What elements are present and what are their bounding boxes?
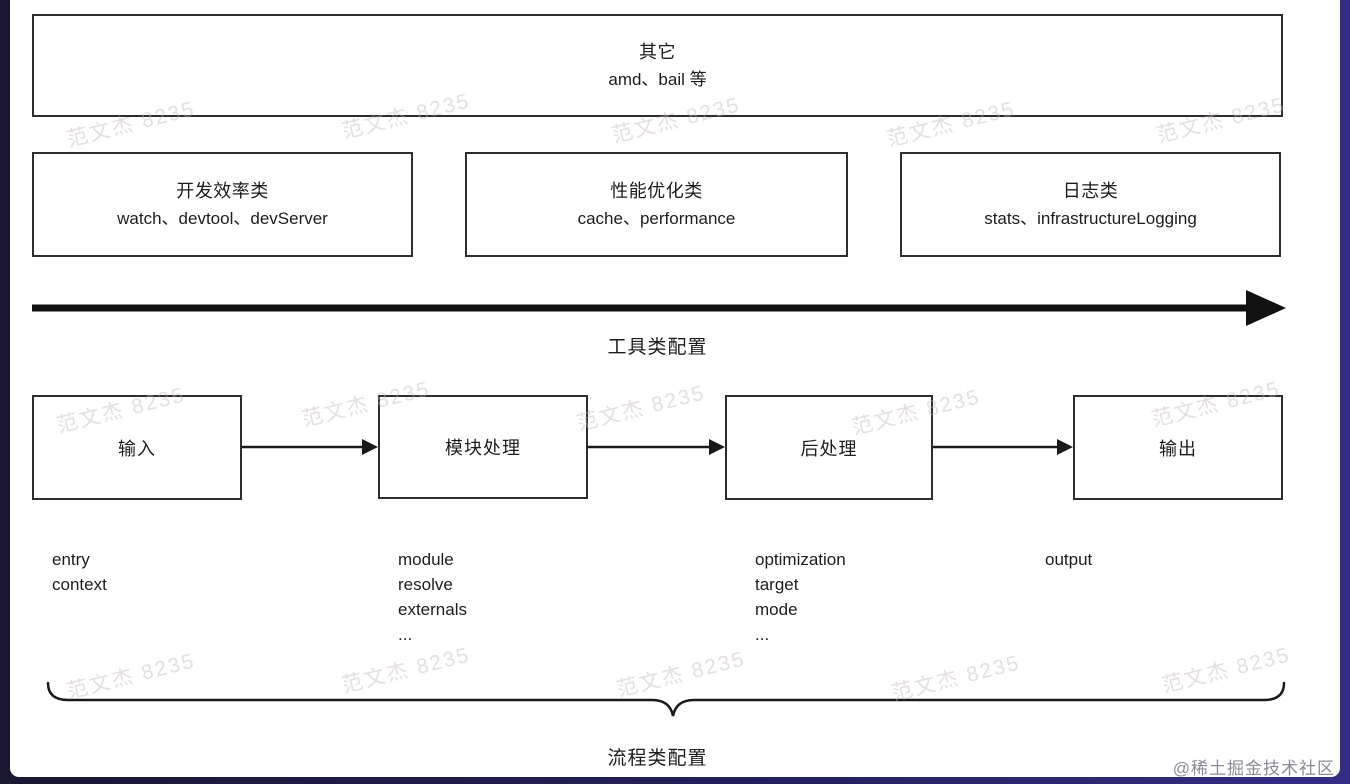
option: optimization [755, 550, 846, 569]
option: mode [755, 600, 798, 619]
box-other-subtitle: amd、bail 等 [608, 69, 707, 89]
flow-box-output-label: 输出 [1159, 438, 1197, 459]
community-credit: @稀土掘金技术社区 [1172, 759, 1335, 777]
box-other: 其它 amd、bail 等 [32, 14, 1283, 117]
flow-arrow-2 [588, 439, 725, 455]
box-dev-efficiency-title: 开发效率类 [176, 180, 269, 201]
option: output [1045, 550, 1093, 569]
options-output: output [1045, 547, 1092, 572]
diagram-canvas: 其它 amd、bail 等 开发效率类 watch、devtool、devSer… [10, 0, 1340, 777]
option: module [398, 550, 454, 569]
options-module: module resolve externals ... [398, 547, 467, 647]
watermark: 范文杰 8235 [614, 647, 748, 702]
option: context [52, 575, 107, 594]
watermark: 范文杰 8235 [1159, 643, 1293, 698]
flow-box-input: 输入 [32, 395, 242, 500]
flow-arrow-1 [242, 439, 378, 455]
option: ... [398, 625, 413, 644]
option: entry [52, 550, 90, 569]
box-logging-title: 日志类 [1062, 180, 1119, 201]
box-logging-subtitle: stats、infrastructureLogging [984, 208, 1197, 228]
options-post: optimization target mode ... [755, 547, 846, 647]
flow-arrow-3 [933, 439, 1073, 455]
flow-box-module: 模块处理 [378, 395, 588, 499]
flow-box-post-label: 后处理 [800, 438, 858, 459]
option: externals [398, 600, 467, 619]
box-logging: 日志类 stats、infrastructureLogging [900, 152, 1281, 257]
tool-axis-arrow [32, 290, 1286, 326]
tool-axis-label: 工具类配置 [607, 337, 708, 358]
box-performance: 性能优化类 cache、performance [465, 152, 848, 257]
box-performance-title: 性能优化类 [610, 180, 703, 201]
watermark: 范文杰 8235 [574, 381, 708, 436]
watermark: 范文杰 8235 [64, 649, 198, 704]
process-axis-label: 流程类配置 [607, 748, 708, 769]
watermark: 范文杰 8235 [339, 643, 473, 698]
option: target [755, 575, 799, 594]
box-dev-efficiency-subtitle: watch、devtool、devServer [117, 208, 328, 228]
box-dev-efficiency: 开发效率类 watch、devtool、devServer [32, 152, 413, 257]
watermark: 范文杰 8235 [889, 651, 1023, 706]
box-performance-subtitle: cache、performance [577, 208, 736, 228]
flow-box-post: 后处理 [725, 395, 933, 500]
process-brace [46, 681, 1286, 717]
flow-box-output: 输出 [1073, 395, 1283, 500]
option: ... [755, 625, 770, 644]
flow-box-input-label: 输入 [118, 438, 156, 459]
options-input: entry context [52, 547, 107, 597]
box-other-title: 其它 [639, 41, 676, 62]
option: resolve [398, 575, 453, 594]
flow-box-module-label: 模块处理 [445, 438, 521, 458]
